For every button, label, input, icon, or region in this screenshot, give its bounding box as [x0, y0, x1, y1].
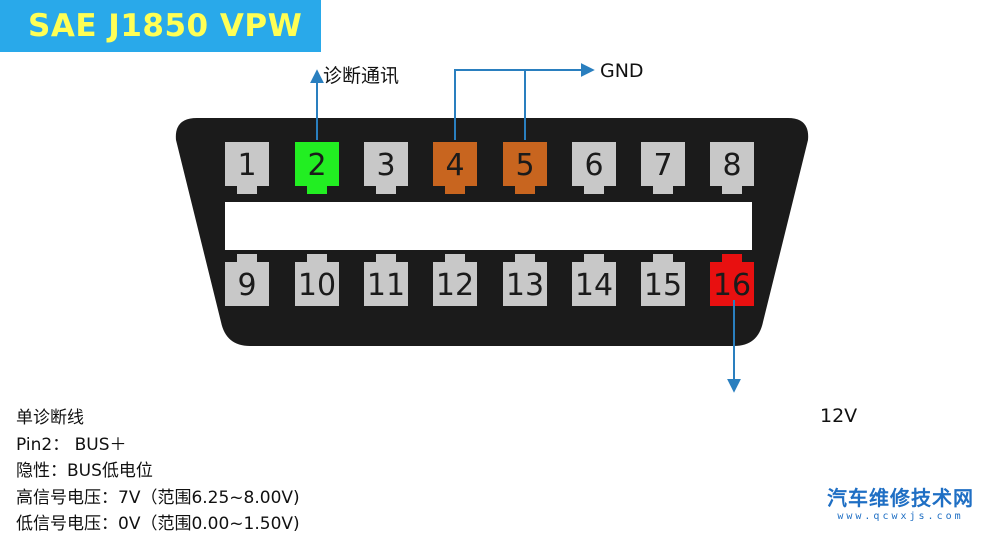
- pin-13: [503, 262, 547, 306]
- connector-slot: [225, 202, 752, 250]
- pin-11-notch: [376, 254, 396, 264]
- pin-8-label: 8: [722, 148, 741, 183]
- pin-2: [295, 142, 339, 186]
- info-line-recessive: 隐性：BUS低电位: [16, 461, 153, 481]
- pin-12-notch: [445, 254, 465, 264]
- pin-6-notch: [584, 184, 604, 194]
- pin-3-label: 3: [376, 148, 395, 183]
- pin-12-label: 12: [436, 268, 474, 303]
- pin-11-label: 11: [367, 268, 405, 303]
- pin-4-notch: [445, 184, 465, 194]
- pin-2-label: 2: [307, 148, 326, 183]
- pin-1-label: 1: [237, 148, 256, 183]
- pin-1-notch: [237, 184, 257, 194]
- info-line-high-voltage: 高信号电压：7V（范围6.25~8.00V): [16, 487, 300, 508]
- pin-4-label: 4: [445, 148, 464, 183]
- gnd-label: GND: [600, 60, 644, 82]
- watermark-url: www.qcwxjs.com: [837, 511, 964, 522]
- pin-10-notch: [307, 254, 327, 264]
- info-line-low-voltage: 低信号电压：0V（范围0.00~1.50V): [16, 514, 300, 534]
- pin-8: [710, 142, 754, 186]
- pin-6: [572, 142, 616, 186]
- title-badge: SAE J1850 VPW: [0, 0, 321, 52]
- pin-15-notch: [653, 254, 673, 264]
- info-line-wire: 单诊断线: [16, 408, 84, 428]
- page-title: SAE J1850 VPW: [28, 8, 303, 44]
- pin-1: [225, 142, 269, 186]
- watermark-text: 汽车维修技术网: [827, 486, 974, 510]
- pin-4: [433, 142, 477, 186]
- pin-16-label: 16: [713, 268, 751, 303]
- pin-9-label: 9: [237, 268, 256, 303]
- pin-5-notch: [515, 184, 535, 194]
- pin-14-label: 14: [575, 268, 613, 303]
- pin-12: [433, 262, 477, 306]
- pin-2-notch: [307, 184, 327, 194]
- pin-6-label: 6: [584, 148, 603, 183]
- pin-15: [641, 262, 685, 306]
- pin-7-label: 7: [653, 148, 672, 183]
- info-line-pin: Pin2： BUS＋: [16, 434, 127, 455]
- pin-5: [503, 142, 547, 186]
- pin-11: [364, 262, 408, 306]
- pin-16: [710, 262, 754, 306]
- pin-3: [364, 142, 408, 186]
- pin-15-label: 15: [644, 268, 682, 303]
- pin-7-notch: [653, 184, 673, 194]
- gnd-line: [454, 69, 525, 140]
- pin-13-label: 13: [506, 268, 544, 303]
- pin-5-label: 5: [515, 148, 534, 183]
- pin-9: [225, 262, 269, 306]
- pin-14-notch: [584, 254, 604, 264]
- power-label: 12V: [820, 405, 858, 427]
- comm-label: 诊断通讯: [323, 65, 400, 87]
- pin-8-notch: [722, 184, 742, 194]
- pin-10-label: 10: [298, 268, 336, 303]
- pin-16-notch: [722, 254, 742, 264]
- pin-7: [641, 142, 685, 186]
- pin-9-notch: [237, 254, 257, 264]
- watermark: 汽车维修技术网 www.qcwxjs.com: [827, 482, 974, 522]
- pin-14: [572, 262, 616, 306]
- pin-3-notch: [376, 184, 396, 194]
- info-block: 单诊断线 Pin2： BUS＋ 隐性：BUS低电位 高信号电压：7V（范围6.2…: [16, 405, 300, 538]
- pin-10: [295, 262, 339, 306]
- pin-13-notch: [515, 254, 535, 264]
